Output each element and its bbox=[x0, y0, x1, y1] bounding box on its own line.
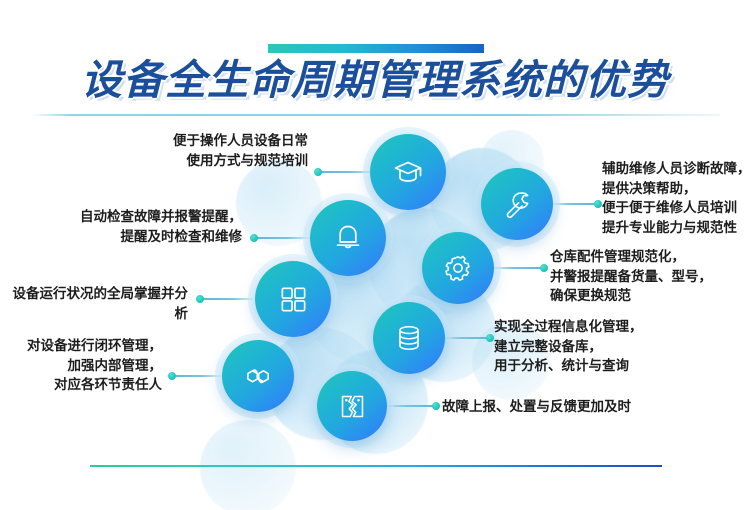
label-overview: 设备运行状况的全局掌握并分析 bbox=[12, 286, 189, 322]
connector-dot-training bbox=[314, 168, 322, 176]
connector-line-training bbox=[318, 171, 376, 173]
connector-line-diagnosis bbox=[550, 203, 598, 205]
decorative-blob bbox=[472, 322, 550, 400]
node-training[interactable] bbox=[370, 134, 446, 210]
connector-dot-overview bbox=[196, 295, 204, 303]
connector-line-overview bbox=[200, 298, 254, 300]
node-overview[interactable] bbox=[255, 261, 331, 337]
connector-dot-closed-loop bbox=[168, 372, 176, 380]
connector-line-alarm bbox=[254, 237, 310, 239]
connector-line-fault-report bbox=[386, 405, 436, 407]
label-diagnosis: 辅助维修人员诊断故障， 提供决策帮助， 便于便于维修人员培训 提升专业能力与规范… bbox=[602, 161, 750, 236]
loop-icon bbox=[243, 361, 273, 391]
label-database: 实现全过程信息化管理， 建立完整设备库， 用于分析、统计与查询 bbox=[494, 319, 643, 374]
bell-icon bbox=[332, 222, 364, 254]
node-fault-report[interactable] bbox=[317, 371, 387, 441]
fault-report-icon bbox=[338, 392, 367, 421]
node-database[interactable] bbox=[373, 302, 445, 374]
connector-line-spare-parts bbox=[492, 267, 544, 269]
connector-line-closed-loop bbox=[172, 375, 222, 377]
gear-icon bbox=[443, 253, 473, 283]
connector-line-database bbox=[444, 337, 490, 339]
label-spare-parts: 仓库配件管理规范化， 并警报提醒备货量、型号， 确保更换规范 bbox=[550, 249, 712, 304]
connector-dot-spare-parts bbox=[540, 264, 548, 272]
footer-gradient-rule bbox=[90, 465, 662, 467]
connector-dot-database bbox=[486, 334, 494, 342]
label-alarm: 自动检查故障并报警提醒， 提醒及时检查和维修 bbox=[80, 209, 242, 245]
label-fault-report: 故障上报、处置与反馈更加及时 bbox=[442, 399, 631, 415]
wrench-icon bbox=[502, 189, 532, 219]
label-closed-loop: 对设备进行闭环管理， 加强内部管理， 对应各环节责任人 bbox=[27, 338, 162, 393]
database-icon bbox=[394, 323, 424, 353]
node-spare-parts[interactable] bbox=[422, 232, 494, 304]
node-closed-loop[interactable] bbox=[222, 340, 294, 412]
label-training: 便于操作人员设备日常 使用方式与规范培训 bbox=[173, 133, 308, 169]
node-diagnosis[interactable] bbox=[481, 168, 553, 240]
decorative-blob bbox=[236, 160, 322, 246]
graduation-cap-icon bbox=[392, 156, 424, 188]
title-underline-divider bbox=[30, 114, 720, 116]
connector-dot-alarm bbox=[250, 234, 258, 242]
title-accent-bar bbox=[268, 44, 484, 53]
grid-dashboard-icon bbox=[278, 284, 309, 315]
node-alarm[interactable] bbox=[310, 200, 386, 276]
connector-dot-fault-report bbox=[432, 402, 440, 410]
page-title: 设备全生命周期管理系统的优势 bbox=[81, 56, 669, 104]
connector-dot-diagnosis bbox=[594, 200, 602, 208]
